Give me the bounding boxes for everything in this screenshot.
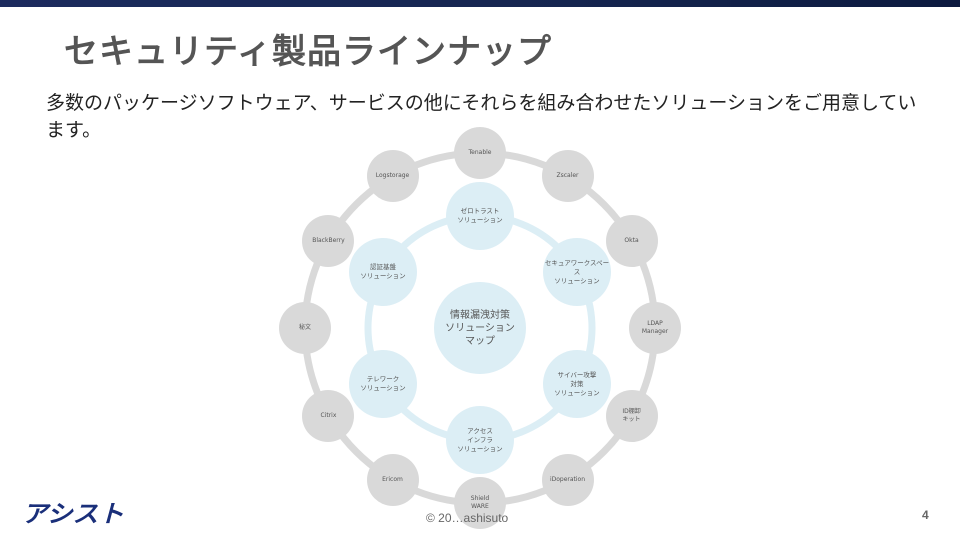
svg-text:アシスト: アシスト	[22, 500, 124, 526]
outer-node-logstorage: Logstorage	[366, 150, 419, 203]
outer-node-shieldware: Shield WARE	[454, 477, 506, 529]
lead-text: 多数のパッケージソフトウェア、サービスの他にそれらを組み合わせたソリューションを…	[46, 92, 917, 141]
inner-node-cyber-attack: サイバー攻撃 対策 ソリューション	[542, 350, 611, 418]
outer-node-id-kit: ID棚卸 キット	[605, 389, 658, 442]
solution-map-diagram: 情報漏洩対策 ソリューション マップ ゼロトラスト ソリューション セキュアワー…	[270, 125, 690, 540]
page-number: 4	[922, 508, 929, 522]
company-logo: アシスト	[22, 500, 126, 530]
center-node: 情報漏洩対策 ソリューション マップ	[434, 282, 526, 374]
outer-node-blackberry: BlackBerry	[302, 214, 355, 267]
outer-node-okta: Okta	[605, 214, 658, 267]
inner-node-access-infra: アクセス インフラ ソリューション	[446, 406, 514, 474]
inner-node-zero-trust: ゼロトラスト ソリューション	[446, 182, 514, 250]
inner-node-telework: テレワーク ソリューション	[349, 350, 417, 418]
outer-node-ericom: Ericom	[366, 453, 419, 506]
outer-node-tenable: Tenable	[454, 127, 506, 179]
slide-title: セキュリティ製品ラインナップ	[64, 32, 552, 72]
copyright-text: © 20…ashisuto	[426, 511, 509, 525]
top-accent-bar	[0, 0, 960, 7]
outer-node-zscaler: Zscaler	[541, 150, 594, 203]
inner-node-secure-workspace: セキュアワークスペース ソリューション	[542, 238, 611, 306]
outer-node-ldap-manager: LDAP Manager	[629, 302, 681, 354]
assist-logo-wordmark: アシスト	[22, 500, 124, 528]
inner-node-auth-platform: 認証基盤 ソリューション	[349, 238, 417, 306]
outer-node-citrix: Citrix	[302, 389, 355, 442]
outer-node-idoperation: iDoperation	[541, 453, 594, 506]
outer-node-hibun: 秘文	[279, 302, 331, 354]
